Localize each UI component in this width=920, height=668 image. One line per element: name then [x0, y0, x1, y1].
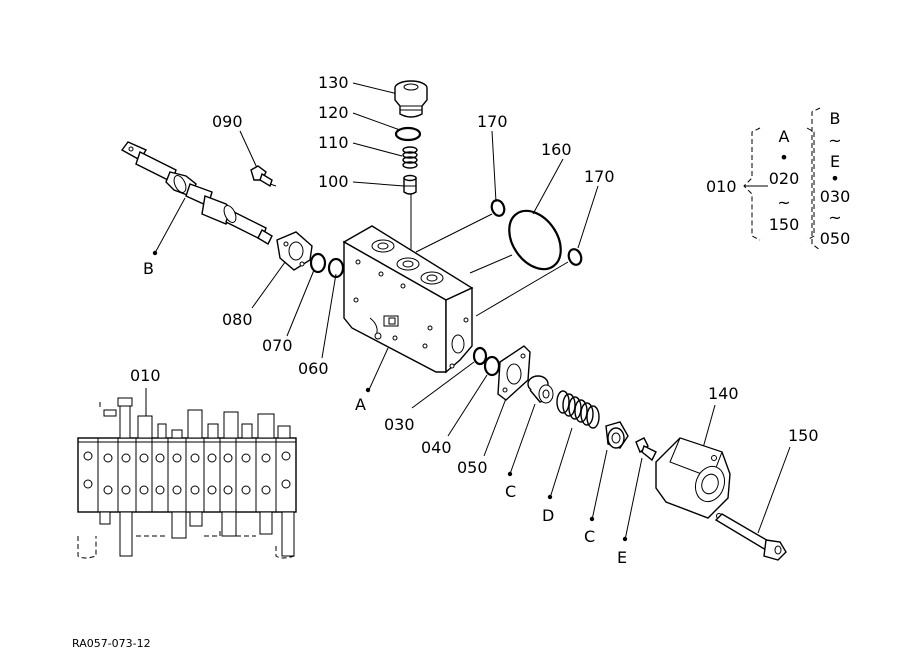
label-a-body: A — [355, 395, 366, 414]
legend-left-2: 020 — [769, 169, 800, 188]
label-080: 080 — [222, 310, 253, 329]
o-ring-160 — [508, 209, 562, 271]
legend-left-1: • — [779, 148, 788, 167]
ring-060 — [327, 257, 345, 279]
plug-130 — [394, 80, 428, 118]
bolt-150 — [714, 513, 787, 561]
label-050: 050 — [457, 458, 488, 477]
seat-c-left — [527, 375, 554, 404]
spring-d — [556, 390, 600, 429]
o-ring-170-right — [567, 248, 583, 266]
label-130: 130 — [318, 73, 349, 92]
label-070: 070 — [262, 336, 293, 355]
legend-left-0: A — [779, 127, 790, 146]
ring-030 — [472, 346, 488, 366]
label-010-stack: 010 — [130, 366, 161, 385]
label-c-left: C — [505, 482, 516, 501]
spring-110 — [402, 146, 418, 169]
valve-stack-assembly — [77, 397, 297, 559]
legend-left-3: ~ — [777, 193, 790, 212]
bolt-e — [635, 437, 657, 462]
legend-left-4: 150 — [769, 215, 800, 234]
label-160: 160 — [541, 140, 572, 159]
label-060: 060 — [298, 359, 329, 378]
label-040: 040 — [421, 438, 452, 457]
cap-080 — [276, 231, 313, 271]
label-110: 110 — [318, 133, 349, 152]
legend-ref: 010 — [706, 177, 737, 196]
legend-right-4: 030 — [820, 187, 851, 206]
legend: 010 A • 020 ~ 150 B ~ E • 030 ~ 050 — [706, 109, 850, 248]
label-150: 150 — [788, 426, 819, 445]
legend-right-2: E — [830, 152, 840, 171]
label-b-spool: B — [143, 259, 154, 278]
label-120: 120 — [318, 103, 349, 122]
label-030: 030 — [384, 415, 415, 434]
legend-right-1: ~ — [828, 131, 841, 150]
ring-040 — [483, 355, 501, 377]
label-c-right: C — [584, 527, 595, 546]
label-d: D — [542, 506, 554, 525]
label-170-left: 170 — [477, 112, 508, 131]
label-170-right: 170 — [584, 167, 615, 186]
legend-right-6: 050 — [820, 229, 851, 248]
label-e: E — [617, 548, 627, 567]
label-090: 090 — [212, 112, 243, 131]
legend-right-0: B — [830, 109, 841, 128]
callout-labels: 130 120 110 100 090 170 160 170 B 080 07… — [130, 73, 819, 567]
cup-c-right — [605, 421, 629, 449]
label-140: 140 — [708, 384, 739, 403]
drawing-id: RA057-073-12 — [72, 637, 151, 650]
valve-body-a — [342, 225, 474, 374]
cover-140 — [655, 437, 731, 519]
leader-dots — [152, 250, 628, 542]
legend-right-3: • — [830, 169, 839, 188]
label-100: 100 — [318, 172, 349, 191]
poppet-100 — [403, 174, 417, 195]
o-ring-120 — [394, 126, 422, 142]
o-ring-170-left — [490, 199, 506, 217]
ring-070 — [309, 252, 327, 274]
legend-right-5: ~ — [828, 208, 841, 227]
legend-brackets — [743, 107, 821, 251]
screw-090 — [250, 165, 277, 188]
plate-050 — [497, 345, 531, 401]
spool-b — [120, 141, 273, 245]
